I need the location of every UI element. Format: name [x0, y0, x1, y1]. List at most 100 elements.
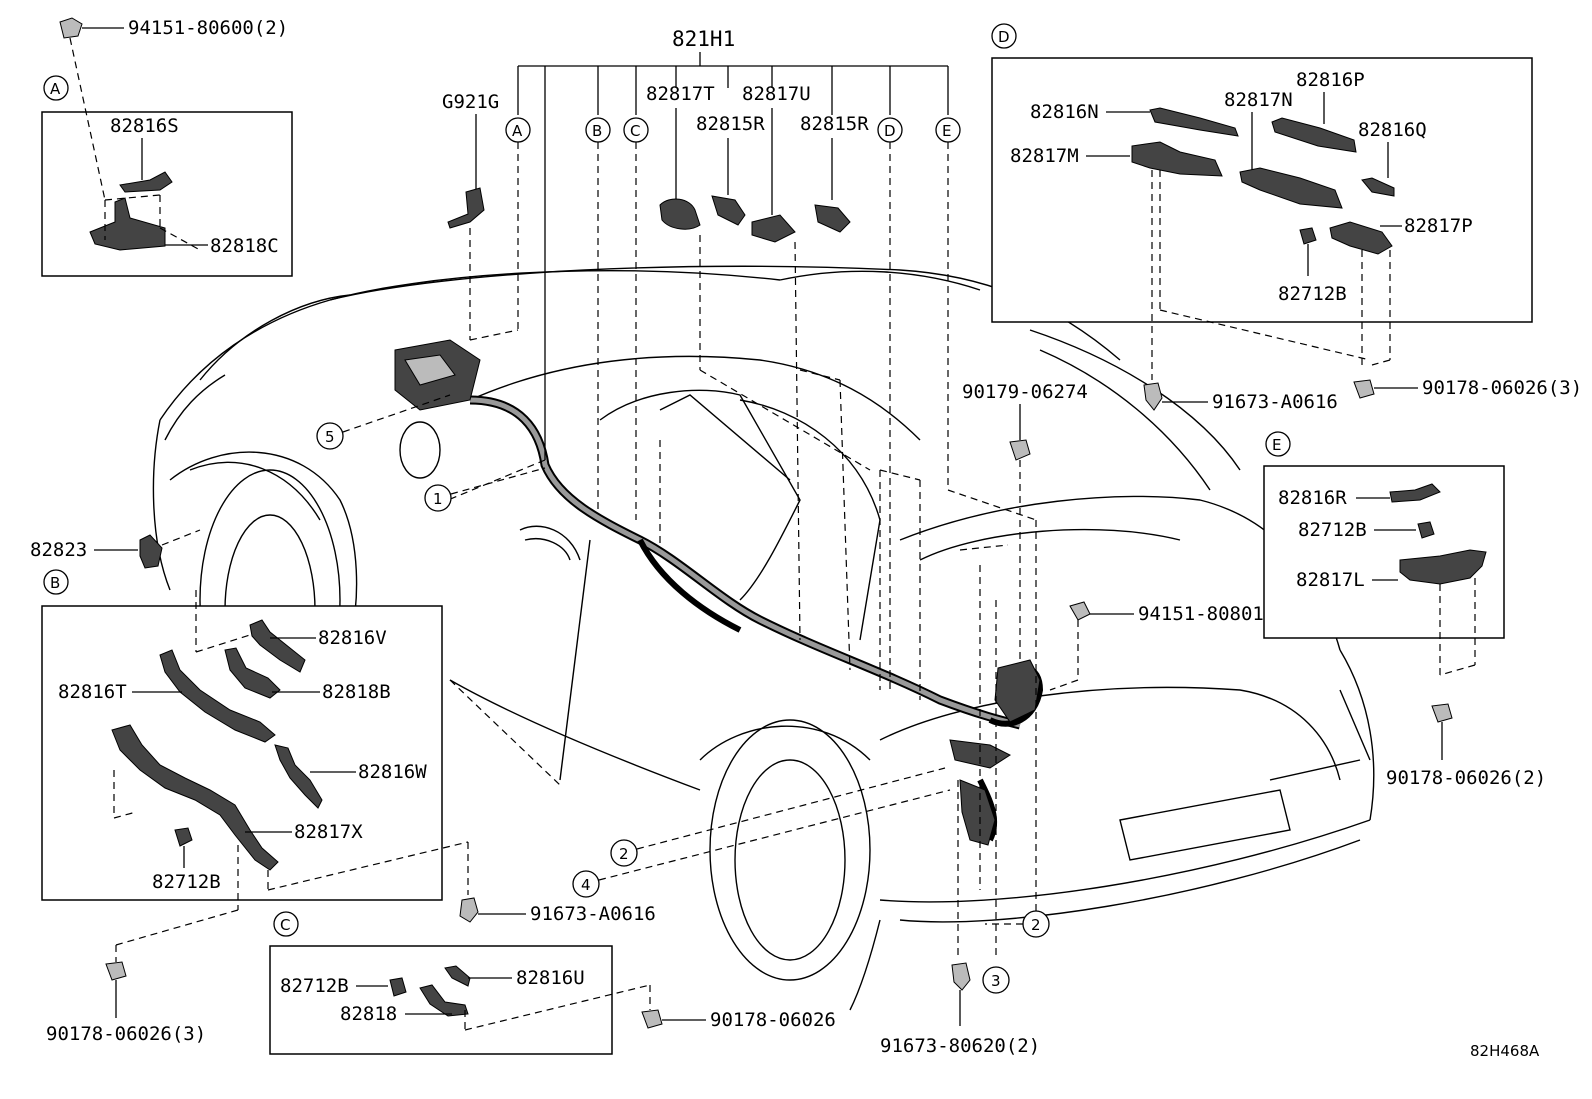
label-82816R: 82816R [1278, 487, 1347, 509]
part-82818 [419, 984, 469, 1017]
svg-text:1: 1 [433, 490, 443, 508]
part-82815R-2 [814, 204, 851, 233]
label-90178-06026-3d: 90178-06026(3) [1422, 377, 1582, 399]
part-82816S [119, 171, 173, 193]
label-91673-A0616-b: 91673-A0616 [530, 903, 656, 925]
svg-text:A: A [512, 122, 523, 140]
svg-text:5: 5 [325, 428, 335, 446]
bolt-91673-A0616-b: 91673-A0616 [459, 842, 656, 925]
label-82712B-E: 82712B [1298, 519, 1367, 541]
part-82817P [1329, 221, 1393, 255]
label-82816P: 82816P [1296, 69, 1365, 91]
section-C: C 82712B 82816U 82818 [269, 911, 651, 1055]
svg-text:3: 3 [991, 972, 1001, 990]
svg-text:B: B [592, 122, 602, 140]
clip-90178-06026: 90178-06026 [641, 985, 836, 1031]
svg-text:E: E [1272, 436, 1281, 454]
svg-text:D: D [884, 122, 896, 140]
label-82816S: 82816S [110, 115, 179, 137]
numbered-callouts: 5 1 2 4 2 3 [316, 394, 1050, 994]
part-82817L [1399, 549, 1487, 585]
label-82817L: 82817L [1296, 569, 1365, 591]
car-outline [152, 265, 1375, 1011]
label-82817N: 82817N [1224, 89, 1293, 111]
clip-90178-06026-3b: 90178-06026(3) [46, 909, 239, 1045]
label-82817U: 82817U [742, 83, 811, 105]
top-section-bubbles: A B C D E [505, 117, 961, 690]
label-82817T: 82817T [646, 83, 715, 105]
label-82816W: 82816W [358, 761, 427, 783]
label-91673-80620: 91673-80620(2) [880, 1035, 1040, 1057]
label-82816Q: 82816Q [1358, 119, 1427, 141]
label-90179-06274: 90179-06274 [962, 381, 1088, 403]
main-label: 821H1 [672, 27, 735, 51]
svg-text:2: 2 [1031, 916, 1041, 934]
label-82816T: 82816T [58, 681, 127, 703]
part-82712B-E [1417, 521, 1435, 539]
wire-harness [469, 395, 1044, 842]
label-82818B: 82818B [322, 681, 391, 703]
label-90178-06026: 90178-06026 [710, 1009, 836, 1031]
part-82817U [751, 214, 796, 243]
part-82816Q [1361, 177, 1395, 197]
bolt-91673-80620: 91673-80620(2) [880, 780, 1040, 1057]
rear-harness-parts [949, 659, 1041, 846]
part-82816V [249, 619, 306, 673]
section-A: A 82816S 82818C [41, 75, 293, 277]
part-82817N [1239, 167, 1343, 209]
part-82817T [659, 198, 701, 230]
part-82712B-B [174, 827, 193, 847]
svg-text:4: 4 [581, 876, 591, 894]
part-82818B [224, 647, 281, 699]
svg-text:B: B [50, 574, 60, 592]
label-82712B-C: 82712B [280, 975, 349, 997]
label-94151-80801: 94151-80801 [1138, 603, 1264, 625]
part-G921G [447, 187, 485, 229]
label-82815R-2: 82815R [800, 113, 869, 135]
svg-text:C: C [630, 122, 640, 140]
part-82817X [111, 724, 279, 871]
svg-text:C: C [280, 916, 290, 934]
bolt-94151-80600: 94151-80600(2) [59, 17, 288, 201]
label-G921G: G921G [442, 91, 499, 113]
label-82818C: 82818C [210, 235, 279, 257]
label-82712B-B: 82712B [152, 871, 221, 893]
part-82818C [89, 197, 166, 251]
svg-text:A: A [50, 80, 61, 98]
part-82816N [1149, 107, 1239, 137]
part-82816W [274, 744, 323, 809]
svg-text:E: E [942, 122, 951, 140]
label-82816U: 82816U [516, 967, 585, 989]
section-D: D 82816N 82817M 82817N 82816P 82816Q 828… [991, 23, 1533, 380]
svg-text:D: D [998, 28, 1010, 46]
svg-text:2: 2 [619, 845, 629, 863]
label-94151-80600: 94151-80600(2) [128, 17, 288, 39]
label-82817P: 82817P [1404, 215, 1473, 237]
part-82823-group: 82823 [30, 529, 201, 569]
label-82818: 82818 [340, 1003, 397, 1025]
label-82815R-1: 82815R [696, 113, 765, 135]
section-E: E 82816R 82712B 82817L [1263, 431, 1505, 680]
part-82816P [1271, 117, 1357, 153]
guide-lines [447, 329, 1037, 960]
label-82823: 82823 [30, 539, 87, 561]
diagram-reference-code: 82H468A [1470, 1042, 1540, 1060]
label-82817X: 82817X [294, 821, 363, 843]
part-82817M [1131, 141, 1223, 177]
bolt-94151-80801: 94151-80801 [1049, 601, 1264, 691]
label-90178-06026-2: 90178-06026(2) [1386, 767, 1546, 789]
label-82816N: 82816N [1030, 101, 1099, 123]
top-bracket: 821H1 [517, 27, 949, 460]
label-82712B-D: 82712B [1278, 283, 1347, 305]
bolt-91673-A0616-d: 91673-A0616 [1143, 382, 1338, 413]
section-B: B 82816V 82818B 82816T 82816W 82817X 827… [41, 569, 469, 910]
bolt-90179-06274: 90179-06274 [962, 381, 1088, 680]
part-82712B-D [1299, 227, 1317, 245]
label-91673-A0616-d: 91673-A0616 [1212, 391, 1338, 413]
clip-90178-06026-2: 90178-06026(2) [1386, 703, 1546, 789]
front-harness-block [394, 339, 481, 411]
label-90178-06026-3b: 90178-06026(3) [46, 1023, 206, 1045]
label-82816V: 82816V [318, 627, 387, 649]
part-82816R [1389, 483, 1441, 503]
